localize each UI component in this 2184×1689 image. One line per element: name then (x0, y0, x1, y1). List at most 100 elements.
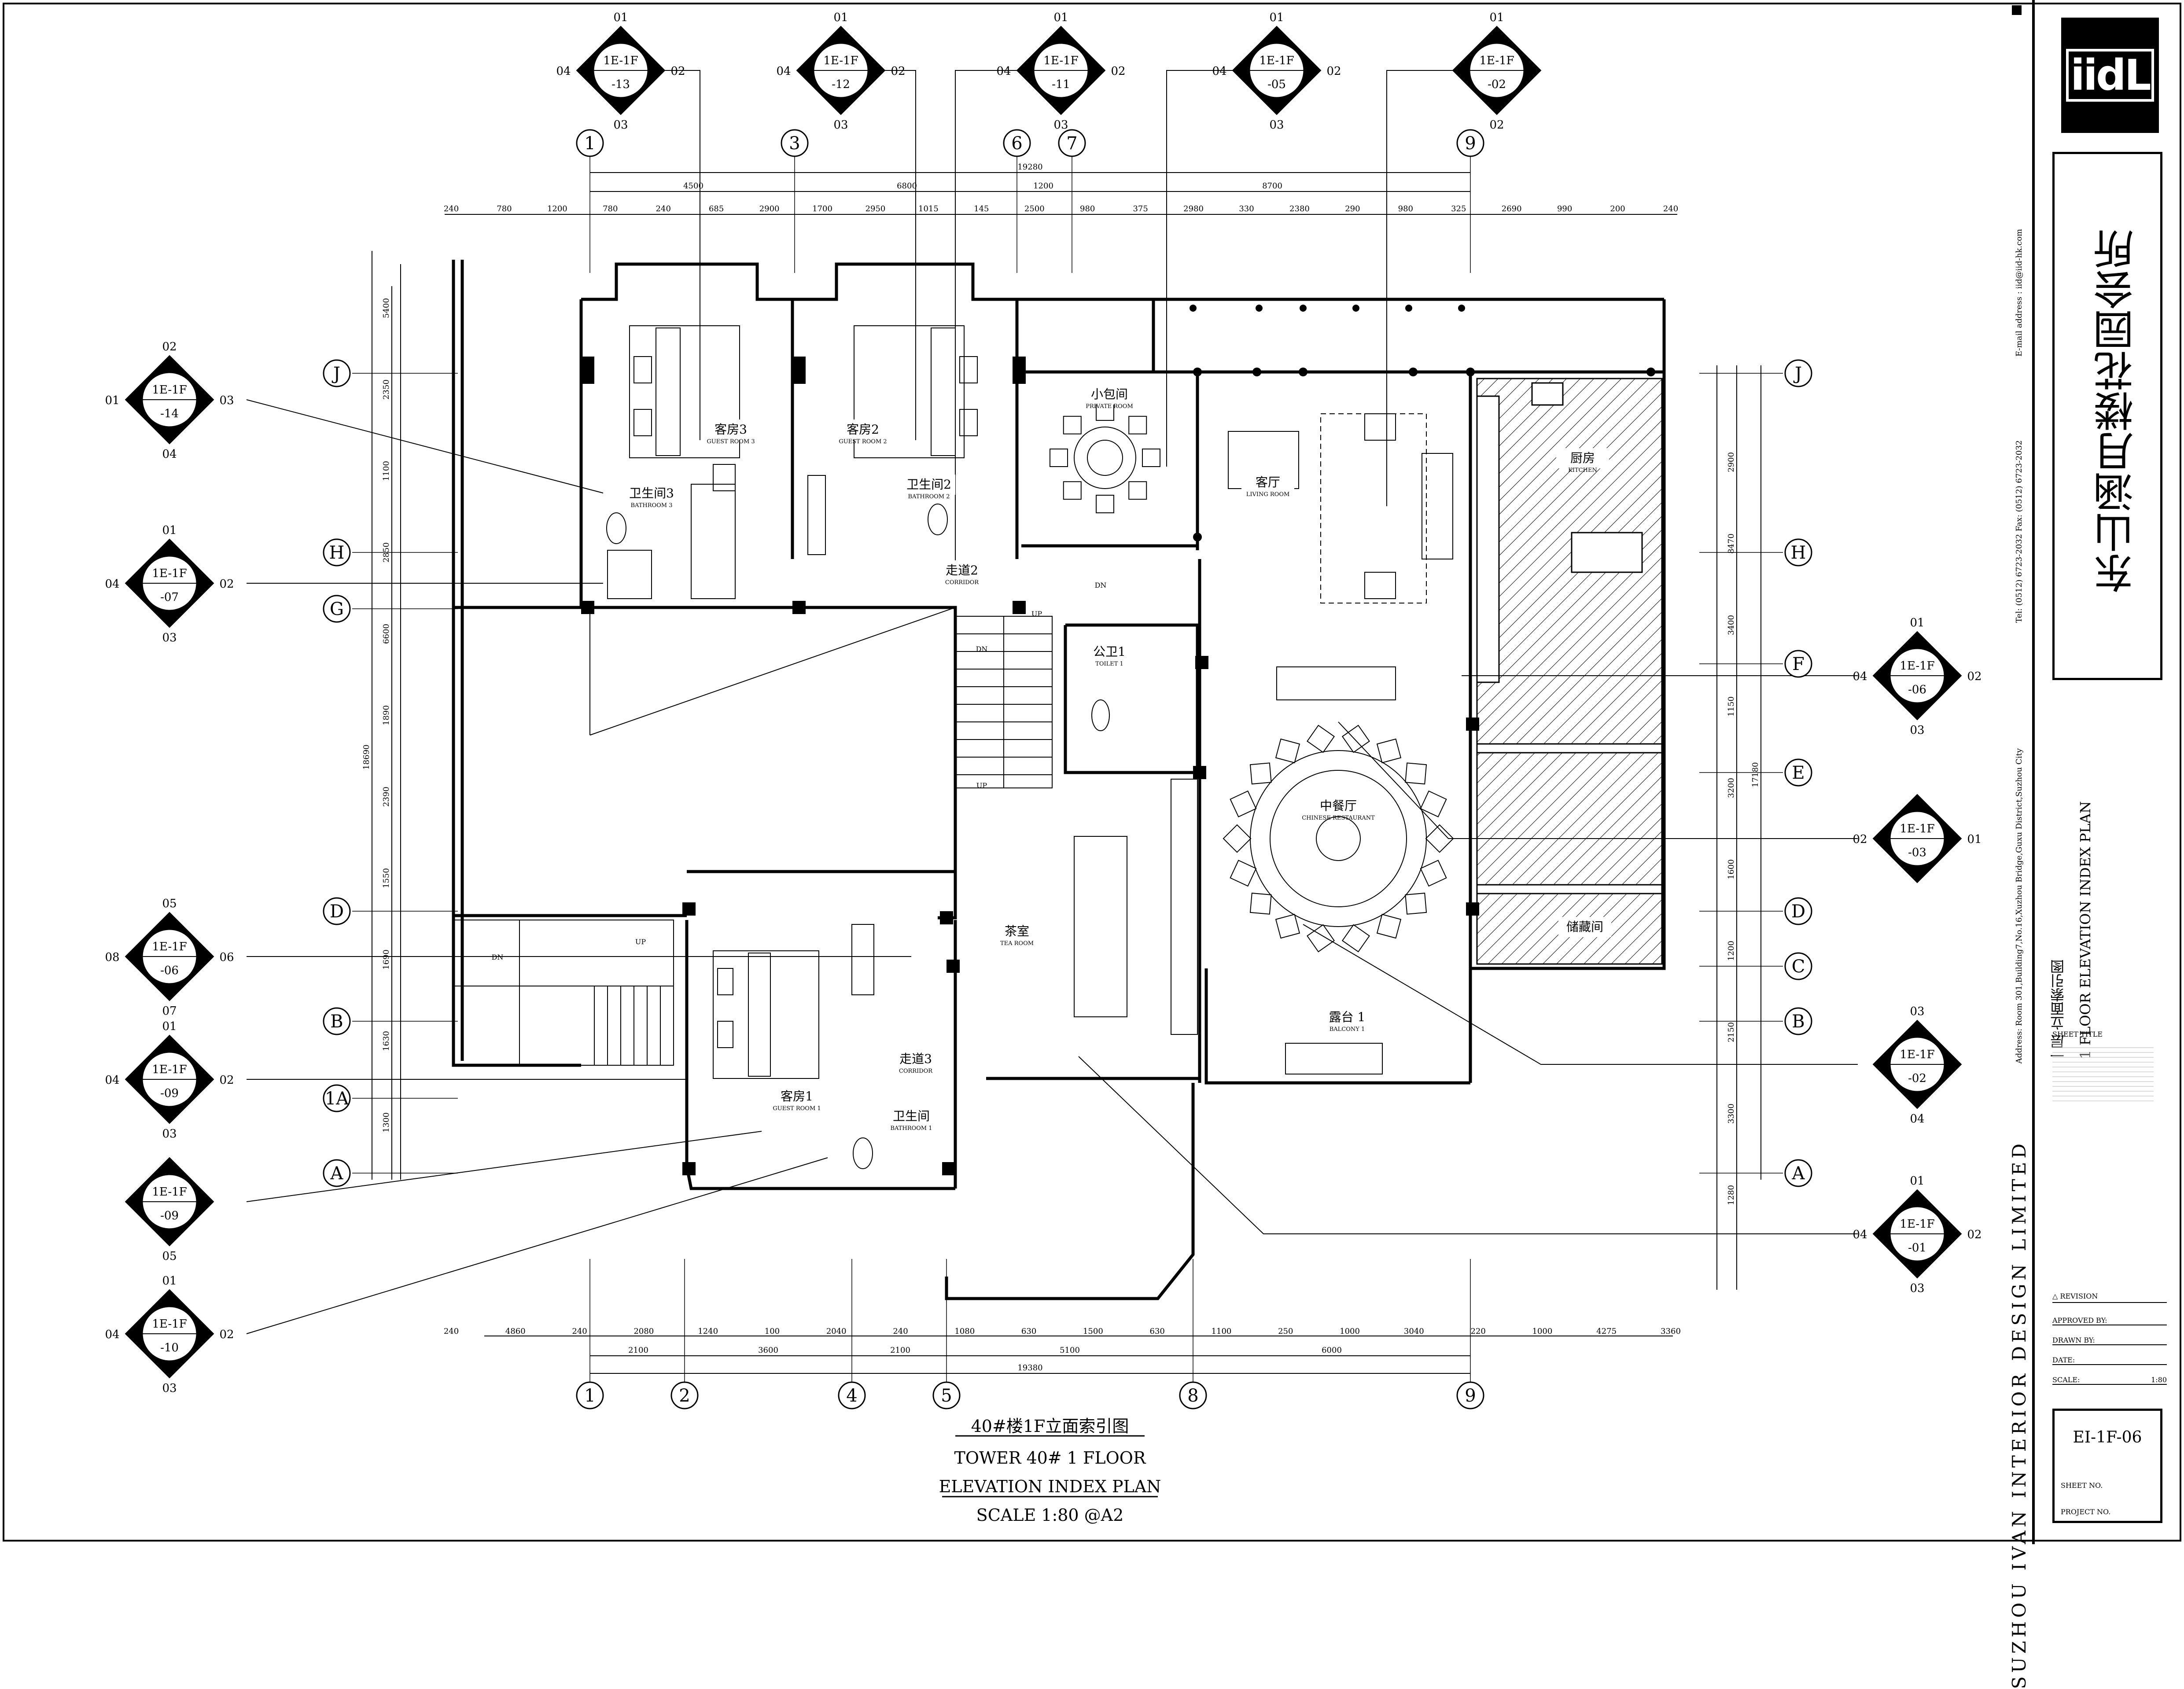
marker-dir-s-11: 03 (1910, 724, 1924, 737)
drawing-title-en-2: ELEVATION INDEX PLAN (939, 1477, 1161, 1496)
dim-bottom-row2-3: 5100 (1060, 1346, 1080, 1355)
storage-divider (1476, 743, 1663, 754)
dim-top-row2-19: 325 (1451, 204, 1466, 213)
sheet-number-box: EI-1F-06 SHEET NO. PROJECT NO. (2052, 1409, 2162, 1523)
room-name-cn-0: 客房3 (714, 422, 747, 437)
dim-right-col-9: 1280 (1727, 1185, 1736, 1205)
grid-bubble-right-0: J (1793, 364, 1802, 384)
marker-dir-w-7: 08 (105, 951, 119, 964)
stair-label-4: DN (1095, 581, 1107, 589)
column-dots (1190, 305, 1655, 541)
room-name-cn-15: 卫生间 (893, 1109, 930, 1123)
dim-left-col-2: 1100 (382, 461, 391, 481)
dim-bottom-row1-18: 4275 (1596, 1327, 1617, 1336)
room-label-bg-3 (1241, 472, 1294, 493)
dimension-lines (372, 172, 1761, 1374)
grid-bubble-right-7-circle (1784, 1159, 1812, 1187)
room-name-en-5: BATHROOM 3 (630, 502, 672, 509)
marker-dir-e-5: 03 (219, 394, 234, 407)
restaurant-chair (1249, 892, 1272, 915)
grid-bubble-right-3: E (1792, 763, 1805, 783)
marker-dir-w-3: 04 (1212, 65, 1226, 78)
dim-bottom-row1-9: 630 (1021, 1327, 1036, 1336)
dim-bottom-row2-0: 2100 (628, 1346, 648, 1355)
room-name-en-13: GUEST ROOM 1 (773, 1105, 821, 1112)
room-name-cn-14: 走道3 (899, 1052, 932, 1066)
marker-dir-e-14: 02 (1967, 1228, 1981, 1241)
dim-bottom-row1-10: 1500 (1083, 1327, 1103, 1336)
storage-divider-2 (1476, 884, 1663, 894)
scale-value: 1:80 (2151, 1376, 2167, 1384)
marker-sheet-13: -02 (1908, 1072, 1926, 1085)
stair-lower (453, 920, 674, 1066)
dim-top-row1-2: 1200 (1033, 181, 1053, 191)
private-room-chair (1063, 416, 1082, 434)
room-label-bg-7 (935, 560, 988, 581)
room-name-cn-7: 走道2 (946, 563, 978, 578)
grid-bubble-bottom-3-circle (932, 1381, 961, 1409)
room-name-cn-10: 茶室 (1005, 924, 1029, 938)
marker-dir-w-0: 04 (556, 65, 571, 78)
marker-dir-n-6: 01 (162, 524, 177, 537)
grid-bubble-left-1-circle (323, 538, 351, 567)
dim-top-row2-17: 290 (1345, 204, 1360, 213)
room-label-bg-5 (625, 483, 678, 504)
dim-left-col-4: 6600 (382, 624, 391, 644)
grid-bubble-right-2: F (1792, 654, 1805, 674)
marker-dir-s-1: 03 (833, 118, 848, 132)
room-label-bg-15 (885, 1106, 938, 1126)
room-name-cn-3: 客厅 (1256, 475, 1280, 489)
dim-bottom-row1-15: 3040 (1404, 1327, 1424, 1336)
sheet-corner-mark (2012, 5, 2022, 15)
grid-bubble-top-2: 6 (1011, 133, 1022, 154)
room-name-cn-1: 客房2 (847, 422, 879, 437)
revision-label: REVISION (2060, 1292, 2098, 1300)
dim-top-total: 19280 (1017, 162, 1042, 172)
dim-top-row2-10: 145 (974, 204, 989, 213)
marker-dir-w-1: 04 (776, 65, 791, 78)
dim-bottom-row1-12: 1100 (1212, 1327, 1232, 1336)
scale-label: SCALE: (2052, 1376, 2080, 1384)
grid-bubble-top-1-circle (781, 129, 809, 157)
marker-dir-n-11: 01 (1910, 616, 1924, 629)
sheet-number: EI-1F-06 (2073, 1428, 2142, 1446)
grid-bubble-left-4-circle (323, 1007, 351, 1035)
dim-bottom-row2-1: 3600 (758, 1346, 778, 1355)
dim-top-row2-2: 1200 (547, 204, 567, 213)
grid-bubble-right-7: A (1792, 1163, 1805, 1184)
dim-top-row2-7: 1700 (812, 204, 832, 213)
dim-bottom-row1-1: 4860 (505, 1327, 526, 1336)
room-name-cn-4: 厨房 (1570, 451, 1595, 465)
restaurant-chair (1223, 824, 1252, 853)
dim-bottom-row1-4: 1240 (698, 1327, 718, 1336)
grid-bubble-left-0-circle (323, 359, 351, 387)
grid-bubble-right-6: B (1792, 1012, 1805, 1032)
marker-dir-e-1: 02 (891, 65, 905, 78)
dim-top-row2-15: 330 (1239, 204, 1254, 213)
room-name-en-4: KITCHEN (1568, 467, 1597, 474)
marker-dir-n-7: 05 (162, 897, 177, 910)
private-room-chair (1063, 481, 1082, 500)
room-name-cn-11: 储藏间 (1566, 920, 1603, 934)
sheet-border (3, 3, 2181, 1542)
contact-info: Tel: (0512) 6723-2032 Fax: (0512) 6723-2… (2015, 440, 2024, 623)
room-name-en-9: CHINESE RESTAURANT (1302, 815, 1375, 821)
dim-top-row2-13: 375 (1133, 204, 1148, 213)
marker-dir-s-14: 03 (1910, 1282, 1924, 1295)
restaurant-chair (1420, 790, 1447, 817)
marker-dir-e-6: 02 (219, 578, 234, 591)
marker-code-7: 1E-1F (152, 940, 187, 953)
restaurant-chair (1405, 892, 1427, 915)
grid-bubble-left-3-circle (323, 897, 351, 925)
restaurant-chair (1275, 738, 1300, 763)
stair-label-3: DN (492, 953, 504, 961)
dim-right-col-2: 3400 (1727, 615, 1736, 635)
room-label-bg-1 (836, 419, 889, 440)
marker-dir-n-13: 03 (1910, 1005, 1924, 1018)
marker-code-12: 1E-1F (1900, 822, 1934, 835)
marker-sheet-14: -01 (1908, 1241, 1926, 1255)
